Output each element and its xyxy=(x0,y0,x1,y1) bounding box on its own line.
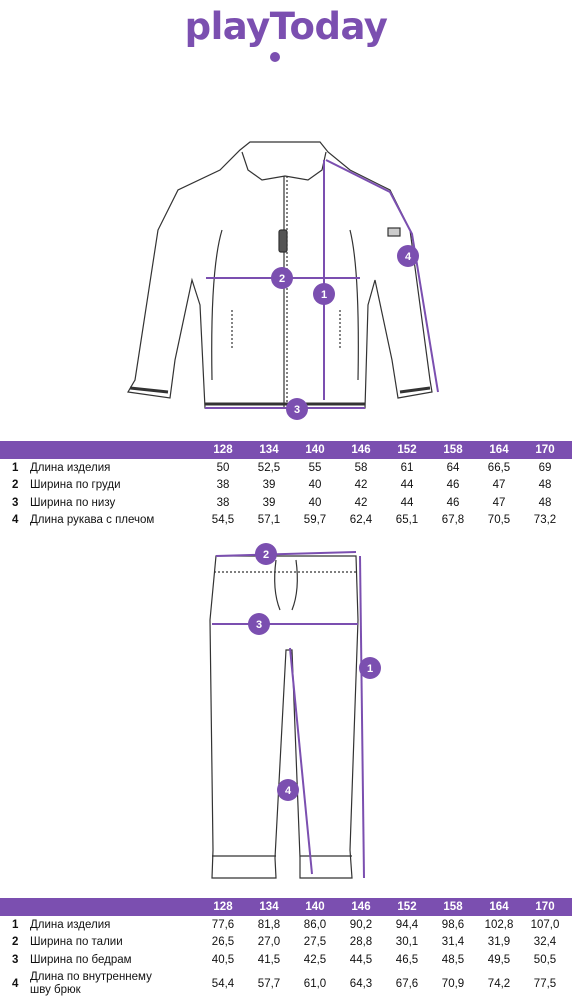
table-row: 1 Длина изделия 50 52,5 55 58 61 64 66,5… xyxy=(12,461,552,474)
jacket-table-header: 128 134 140 146 152 158 164 170 xyxy=(0,441,572,459)
table-row: 4 Длина рукава с плечом 54,5 57,1 59,7 6… xyxy=(12,514,557,527)
jacket-marker-3 xyxy=(286,398,308,420)
jacket-marker-1 xyxy=(313,283,335,305)
pants-marker-3 xyxy=(248,613,270,635)
jacket-marker-1-label: 1 xyxy=(321,289,327,301)
size-header: 128 xyxy=(213,901,233,913)
table-row: 2 Ширина по груди 38 39 40 42 44 46 47 4… xyxy=(12,479,552,492)
size-header: 134 xyxy=(259,901,279,913)
pants-drawing: 1 2 3 4 xyxy=(209,543,381,879)
pants-marker-3-label: 3 xyxy=(256,619,262,631)
size-header: 170 xyxy=(535,901,555,913)
size-header: 146 xyxy=(351,444,371,456)
table-row: 4 Длина по внутреннему шву брюк 54,4 57,… xyxy=(12,970,557,996)
jacket-marker-2-label: 2 xyxy=(279,273,285,285)
table-row: 3 Ширина по бедрам 40,5 41,5 42,5 44,5 4… xyxy=(12,953,557,966)
pants-marker-1 xyxy=(359,657,381,679)
jacket-drawing: 1 2 3 4 xyxy=(127,141,439,420)
size-header: 164 xyxy=(489,901,509,913)
multiline-label: Длина по внутреннему шву брюк xyxy=(30,970,152,996)
pants-marker-4 xyxy=(277,779,299,801)
size-header: 140 xyxy=(305,444,325,456)
table-row: 1 Длина изделия 77,6 81,8 86,0 90,2 94,4… xyxy=(12,918,560,931)
jacket-marker-4 xyxy=(397,245,419,267)
pants-marker-4-label: 4 xyxy=(285,785,292,797)
pants-marker-2 xyxy=(255,543,277,565)
pants-marker-1-label: 1 xyxy=(367,663,373,675)
brand-logo: playToday xyxy=(184,5,388,48)
pants-marker-2-label: 2 xyxy=(263,549,269,561)
logo-dot xyxy=(270,52,280,62)
jacket-marker-2 xyxy=(271,267,293,289)
pants-table-header: 128 134 140 146 152 158 164 170 xyxy=(0,898,572,916)
size-header: 134 xyxy=(259,444,279,456)
size-header: 158 xyxy=(443,901,463,913)
pants-size-table: 128 134 140 146 152 158 164 170 1 Длина … xyxy=(0,898,572,999)
size-header: 128 xyxy=(213,444,233,456)
size-header: 146 xyxy=(351,901,371,913)
size-header: 152 xyxy=(397,901,417,913)
size-header: 140 xyxy=(305,901,325,913)
size-header: 152 xyxy=(397,444,417,456)
table-row: 2 Ширина по талии 26,5 27,0 27,5 28,8 30… xyxy=(12,936,557,949)
size-header: 158 xyxy=(443,444,463,456)
jacket-marker-3-label: 3 xyxy=(294,404,300,416)
size-header: 170 xyxy=(535,444,555,456)
jacket-marker-4-label: 4 xyxy=(405,251,412,263)
size-header: 164 xyxy=(489,444,509,456)
table-row: 3 Ширина по низу 38 39 40 42 44 46 47 48 xyxy=(12,496,552,509)
jacket-size-table: 128 134 140 146 152 158 164 170 1 Длина … xyxy=(0,441,572,529)
